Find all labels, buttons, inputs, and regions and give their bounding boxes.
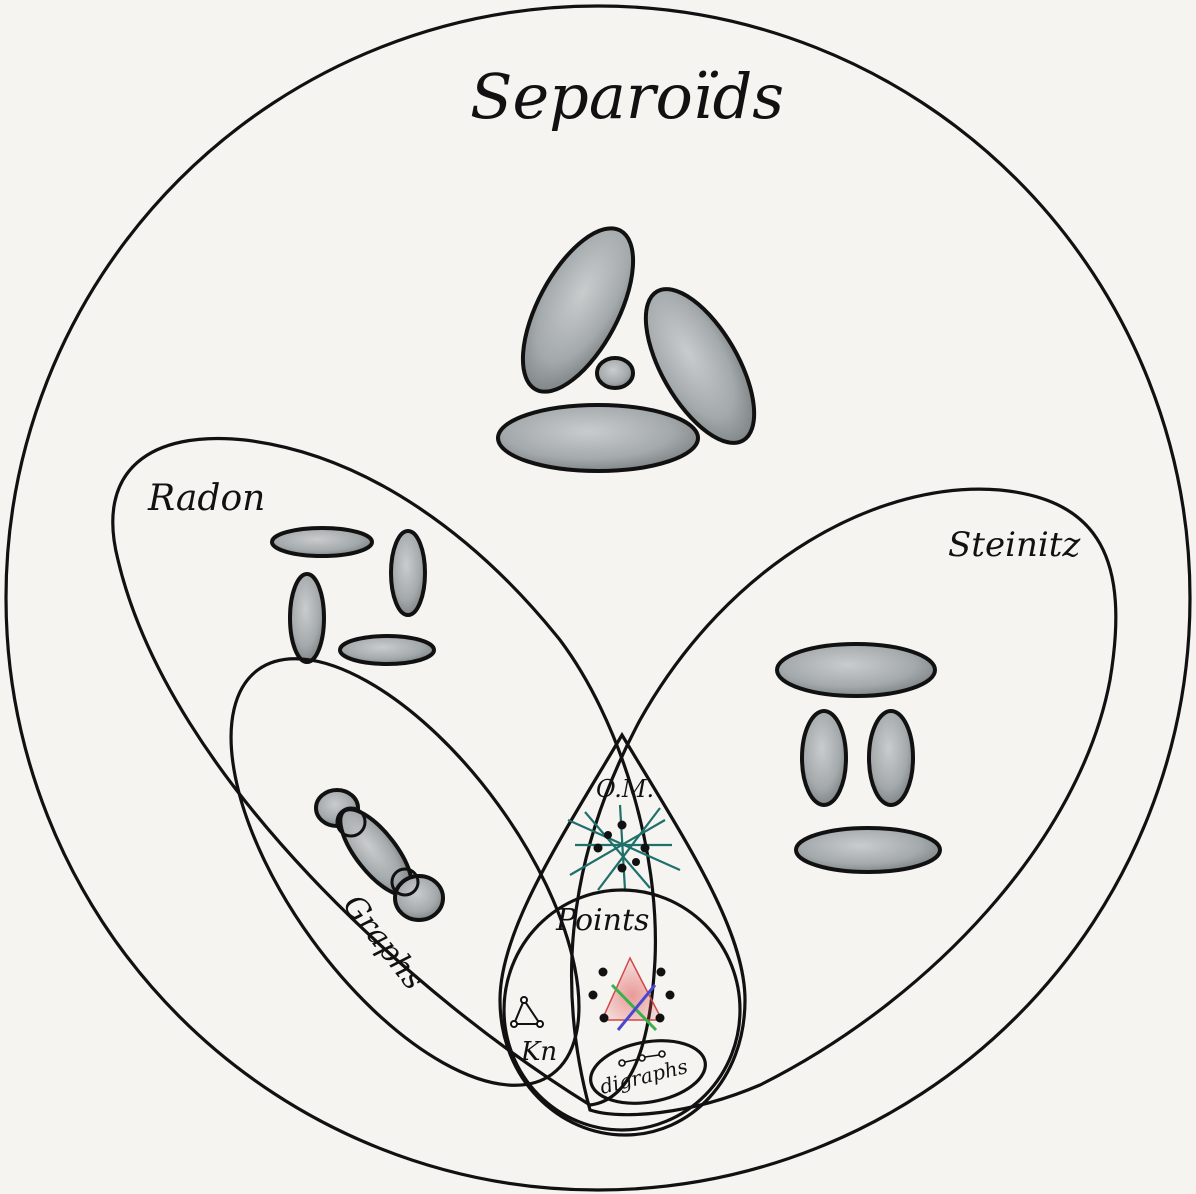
separoids-title: Separoïds [470, 60, 784, 133]
digraphs-region [589, 1039, 707, 1105]
radon-blob-left [288, 572, 326, 664]
top-blob-bottom [496, 403, 700, 473]
radon-blob-right [389, 529, 427, 617]
separoids-outer-circle [4, 4, 1192, 1192]
points-dots [588, 967, 675, 1023]
steinitz-blob-top [775, 642, 937, 698]
steinitz-figure [775, 642, 942, 874]
points-figure [588, 956, 675, 1032]
kn-figure [510, 996, 544, 1028]
radon-figure [270, 526, 436, 666]
top-blob-center [595, 356, 635, 390]
radon-label: Radon [147, 478, 265, 519]
points-label: Points [555, 903, 649, 938]
top-separoid-figure [496, 226, 757, 473]
steinitz-region [569, 487, 1118, 1117]
om-label: O.M. [596, 775, 654, 803]
digraphs-figure [618, 1050, 666, 1067]
steinitz-blob-right [867, 709, 915, 807]
radon-blob-top [270, 526, 374, 558]
radon-blob-bottom [338, 634, 436, 666]
top-blob-left [520, 226, 636, 394]
radon-region [111, 436, 658, 1107]
om-pseudoline-arrangement [567, 804, 681, 891]
points-green-segment [610, 983, 658, 1032]
graphs-region [229, 657, 581, 1087]
top-blob-right [643, 287, 757, 445]
graphs-link-ring-top [335, 806, 367, 838]
om-region [498, 731, 747, 1137]
graphs-blob-bottom [393, 874, 445, 922]
steinitz-blob-left [800, 709, 848, 807]
om-vertices [593, 820, 650, 873]
steinitz-blob-bottom [794, 826, 942, 874]
points-blue-segment [616, 984, 657, 1031]
steinitz-label: Steinitz [948, 525, 1081, 565]
graphs-figure [314, 788, 445, 922]
points-region [502, 888, 742, 1132]
graphs-link-ring-bottom [390, 867, 420, 897]
kn-label: Kn [520, 1037, 557, 1067]
